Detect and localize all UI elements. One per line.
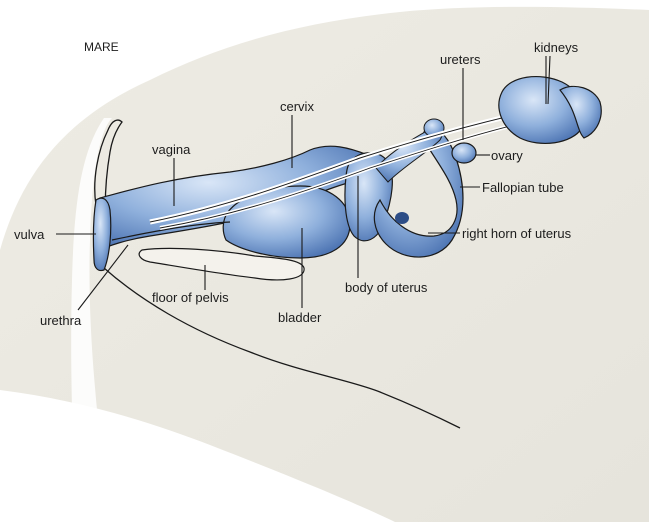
ovary xyxy=(452,143,476,163)
label-cervix: cervix xyxy=(280,99,314,114)
label-vagina: vagina xyxy=(152,142,191,157)
label-urethra: urethra xyxy=(40,313,82,328)
label-body-of-uterus: body of uterus xyxy=(345,280,428,295)
label-ovary: ovary xyxy=(491,148,523,163)
label-floor-of-pelvis: floor of pelvis xyxy=(152,290,229,305)
label-right-horn-of-uterus: right horn of uterus xyxy=(462,226,572,241)
diagram-title: MARE xyxy=(84,40,119,54)
label-bladder: bladder xyxy=(278,310,322,325)
label-kidneys: kidneys xyxy=(534,40,579,55)
label-ureters: ureters xyxy=(440,52,481,67)
label-fallopian-tube: Fallopian tube xyxy=(482,180,564,195)
uterus-dark-spot xyxy=(395,212,409,224)
label-vulva: vulva xyxy=(14,227,45,242)
